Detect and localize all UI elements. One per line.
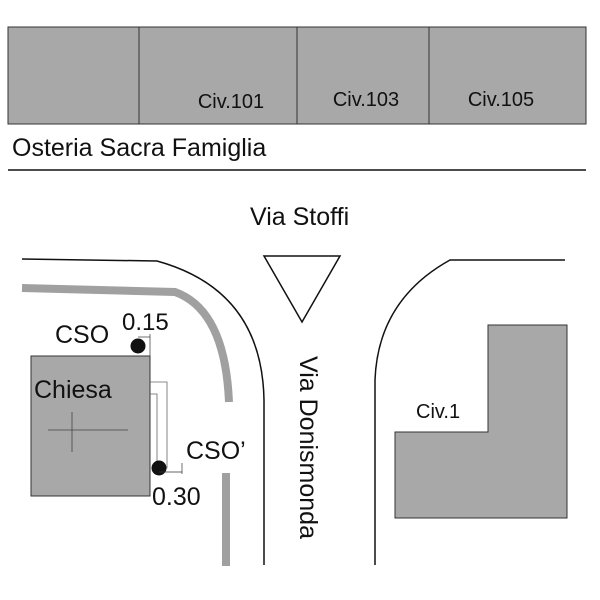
cso-point	[130, 338, 146, 354]
cso-label: CSO	[55, 321, 109, 349]
via-stoffi-label: Via Stoffi	[250, 203, 349, 231]
pipe-inner	[150, 393, 158, 462]
church: Chiesa	[30, 355, 151, 497]
left-road-edge	[21, 258, 265, 565]
top-buildings: Civ.101 Civ.103 Civ.105	[7, 26, 587, 125]
civ-105-label: Civ.105	[468, 89, 534, 111]
civ-103-label: Civ.103	[333, 89, 399, 111]
cso-prime-distance: 0.30	[152, 483, 201, 511]
church-label: Chiesa	[34, 376, 112, 404]
church-building	[30, 355, 151, 497]
civ-1-label: Civ.1	[416, 401, 460, 423]
cso-distance: 0.15	[122, 309, 169, 336]
civ-101-label: Civ.101	[198, 91, 264, 113]
yield-triangle	[262, 255, 342, 324]
cso-prime-label: CSO’	[186, 437, 246, 465]
osteria-label: Osteria Sacra Famiglia	[12, 134, 266, 162]
cso-prime-point	[151, 460, 167, 476]
left-sidewalk	[21, 284, 233, 403]
pipe-outer	[150, 381, 168, 469]
via-donismonda-label: Via Donismonda	[294, 356, 322, 539]
civ-1-building	[394, 324, 568, 519]
right-road-edge	[374, 259, 565, 565]
